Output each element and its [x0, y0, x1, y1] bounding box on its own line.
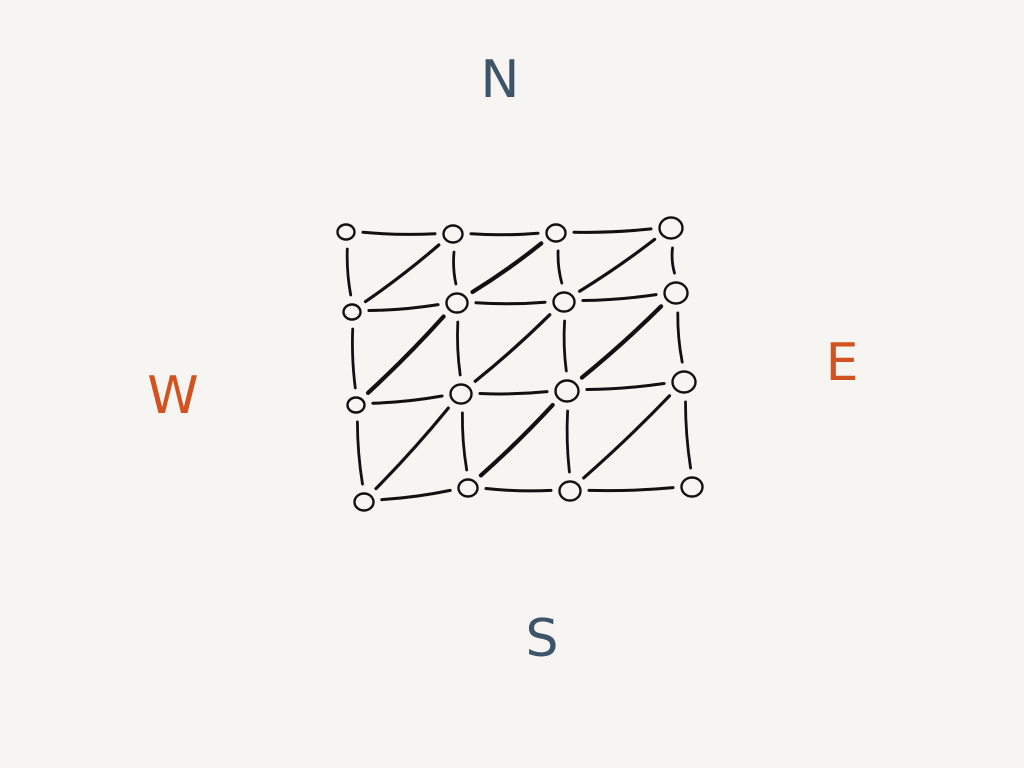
edge-vertical [356, 420, 364, 486]
label-west: W [147, 366, 198, 426]
edge-vertical [684, 400, 692, 470]
edge-horizontal [572, 227, 653, 234]
grid-node [449, 383, 473, 405]
grid-nodes [336, 216, 704, 512]
edge-diagonal [374, 406, 450, 491]
grid-node [680, 476, 704, 498]
grid-node [457, 478, 479, 498]
edge-horizontal [469, 231, 540, 237]
edge-horizontal [484, 487, 553, 493]
grid-node [342, 303, 362, 321]
edge-vertical [351, 327, 357, 390]
edge-vertical [565, 409, 571, 474]
grid-node [545, 223, 567, 243]
label-east: E [826, 333, 859, 393]
edge-horizontal [581, 293, 658, 302]
grid-node [336, 223, 356, 241]
edge-diagonal [579, 304, 664, 380]
grid-edges [345, 227, 692, 502]
edge-vertical [670, 246, 676, 275]
edge-diagonal [582, 394, 672, 480]
grid-node [554, 379, 580, 403]
edge-diagonal [473, 313, 552, 383]
edge-horizontal [361, 230, 437, 236]
label-north: N [481, 50, 520, 110]
grid-node [658, 216, 684, 240]
edge-horizontal [371, 394, 444, 405]
grid-node [558, 480, 582, 502]
edge-diagonal [578, 237, 657, 293]
grid-node [346, 396, 366, 414]
edge-diagonal [470, 241, 544, 295]
edge-vertical [452, 250, 458, 286]
grid-node [442, 224, 464, 244]
edge-horizontal [478, 390, 549, 396]
label-south: S [525, 609, 558, 669]
grid-node [353, 492, 375, 512]
edge-vertical [556, 249, 564, 285]
grid-node [671, 370, 697, 394]
edge-horizontal [587, 486, 675, 493]
edge-vertical [460, 411, 469, 472]
edge-diagonal [363, 243, 441, 304]
edge-diagonal [478, 402, 555, 478]
edge-vertical [456, 320, 462, 377]
edge-vertical [562, 319, 568, 373]
edge-diagonal [365, 314, 446, 395]
grid-node [663, 281, 689, 305]
edge-vertical [345, 247, 353, 297]
edge-horizontal [474, 300, 547, 306]
grid-node [552, 291, 576, 313]
grid-node [445, 292, 469, 314]
edge-horizontal [585, 382, 666, 391]
edge-horizontal [367, 303, 440, 312]
edge-vertical [676, 311, 684, 364]
edge-horizontal [380, 488, 452, 502]
